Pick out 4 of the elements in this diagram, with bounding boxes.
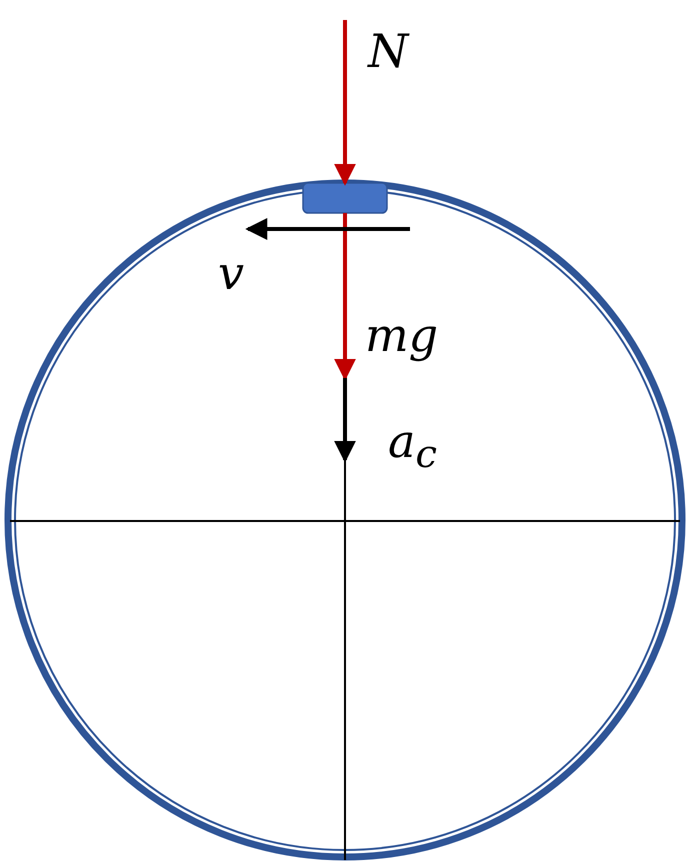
- block: [302, 182, 388, 214]
- force-label: v: [218, 250, 244, 296]
- force-label: a$_{c}$: [388, 418, 437, 475]
- force-label: N: [368, 28, 408, 74]
